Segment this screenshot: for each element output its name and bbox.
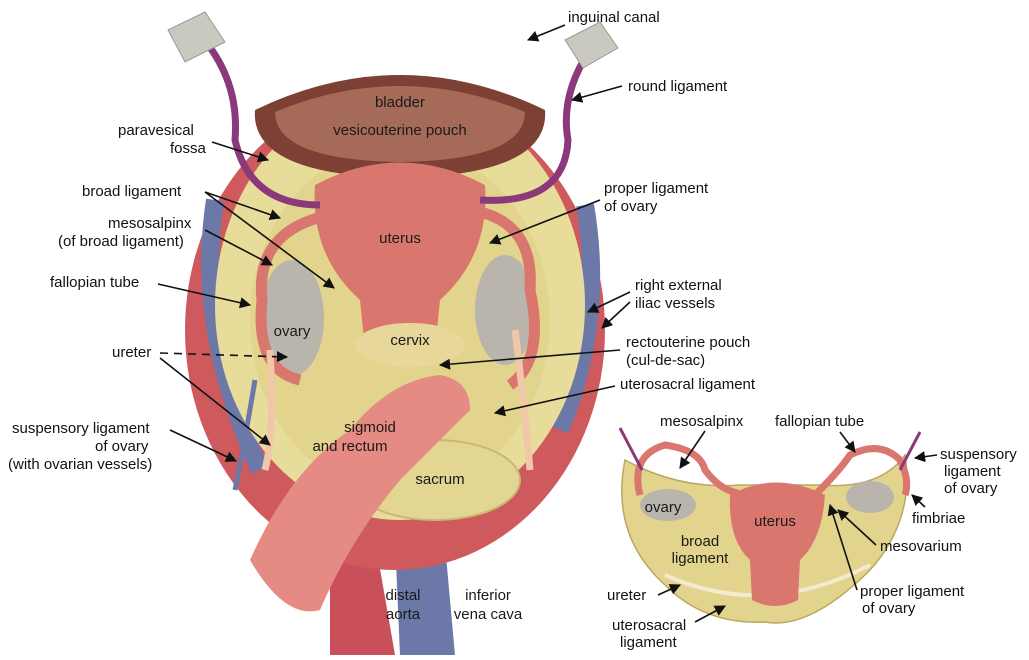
- inset-right-ovary: [846, 481, 894, 513]
- inset-right-vessels: [900, 432, 920, 470]
- label-mesosalpinx-1: mesosalpinx: [108, 215, 192, 232]
- label-cervix: cervix: [390, 332, 430, 349]
- inset-label-broad-1: broad: [681, 533, 719, 550]
- label-bladder: bladder: [375, 94, 425, 111]
- leader-right-iliac-2: [602, 302, 630, 328]
- inset-label-suspensory-1: suspensory: [940, 446, 1017, 463]
- label-sacrum: sacrum: [415, 471, 464, 488]
- right-inguinal-cap: [565, 22, 618, 68]
- inset-leader-fallopian-tube: [840, 432, 855, 452]
- label-broad-ligament: broad ligament: [82, 183, 182, 200]
- label-rectouterine-1: rectouterine pouch: [626, 334, 750, 351]
- label-round-ligament: round ligament: [628, 78, 728, 95]
- inset-label-uterosacral-2: ligament: [620, 634, 678, 651]
- label-ureter: ureter: [112, 344, 151, 361]
- inset-label-uterus: uterus: [754, 513, 796, 530]
- label-paravesical-2: fossa: [170, 140, 207, 157]
- label-distal-aorta-2: aorta: [386, 606, 421, 623]
- label-right-iliac-1: right external: [635, 277, 722, 294]
- leader-round-ligament: [572, 86, 622, 100]
- inset-label-fallopian-tube: fallopian tube: [775, 413, 864, 430]
- label-suspensory-1: suspensory ligament: [12, 420, 150, 437]
- inset-leader-suspensory: [915, 455, 937, 458]
- label-proper-ligament-1: proper ligament: [604, 180, 709, 197]
- label-ivc-1: inferior: [465, 587, 511, 604]
- inset-label-mesosalpinx: mesosalpinx: [660, 413, 744, 430]
- label-ovary: ovary: [274, 323, 311, 340]
- inset-label-broad-2: ligament: [672, 550, 730, 567]
- label-ivc-2: vena cava: [454, 606, 523, 623]
- label-rectouterine-2: (cul-de-sac): [626, 352, 705, 369]
- label-suspensory-2: of ovary: [95, 438, 149, 455]
- label-right-iliac-2: iliac vessels: [635, 295, 715, 312]
- inset-label-suspensory-2: ligament: [944, 463, 1002, 480]
- label-inguinal-canal: inguinal canal: [568, 9, 660, 26]
- leader-inguinal-canal: [528, 25, 565, 40]
- label-proper-ligament-2: of ovary: [604, 198, 658, 215]
- label-sigmoid-2: and rectum: [312, 438, 387, 455]
- inset-label-proper-2: of ovary: [862, 600, 916, 617]
- inset-label-uterosacral-1: uterosacral: [612, 617, 686, 634]
- label-sigmoid-1: sigmoid: [344, 419, 396, 436]
- inset-label-fimbriae: fimbriae: [912, 510, 965, 527]
- inset-leader-fimbriae: [912, 495, 925, 507]
- inset-label-mesovarium: mesovarium: [880, 538, 962, 555]
- label-uterus: uterus: [379, 230, 421, 247]
- inset-label-ureter: ureter: [607, 587, 646, 604]
- label-distal-aorta-1: distal: [385, 587, 420, 604]
- label-vesicouterine-pouch: vesicouterine pouch: [333, 122, 466, 139]
- label-fallopian-tube: fallopian tube: [50, 274, 139, 291]
- inset-label-proper-1: proper ligament: [860, 583, 965, 600]
- inset-label-suspensory-3: of ovary: [944, 480, 998, 497]
- label-mesosalpinx-2: (of broad ligament): [58, 233, 184, 250]
- inset-label-ovary: ovary: [645, 499, 682, 516]
- label-suspensory-3: (with ovarian vessels): [8, 456, 152, 473]
- label-uterosacral-ligament: uterosacral ligament: [620, 376, 756, 393]
- label-paravesical-1: paravesical: [118, 122, 194, 139]
